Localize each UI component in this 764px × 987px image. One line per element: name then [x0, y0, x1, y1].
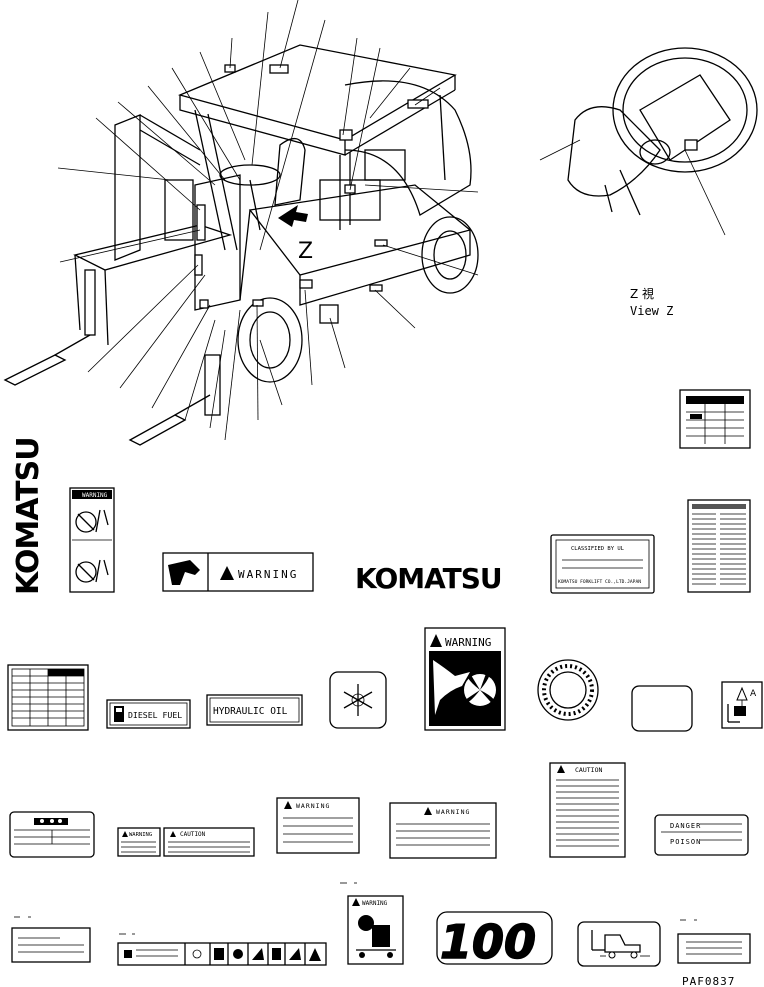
operator-seat [274, 138, 306, 206]
svg-text:DANGER: DANGER [670, 822, 701, 830]
instrument-strip-decal [117, 942, 327, 966]
tip-over-decal: A [721, 681, 763, 729]
svg-text:KOMATSU FORKLIFT CO.,LTD.JAPAN: KOMATSU FORKLIFT CO.,LTD.JAPAN [558, 579, 641, 585]
circular-decal [537, 659, 599, 721]
warning-triangle-icon [220, 566, 234, 580]
forklift-pictogram-decal [577, 921, 661, 967]
svg-text:A: A [750, 689, 757, 699]
svg-text:WARNING: WARNING [445, 636, 491, 649]
front-wheel [237, 297, 303, 383]
view-z-detail [567, 47, 758, 216]
svg-text:CAUTION: CAUTION [575, 766, 602, 774]
text-plate-right-decal [677, 933, 751, 964]
counterweight [344, 80, 472, 216]
figure-id: PAF0837 [682, 975, 735, 987]
leader-lines [57, 0, 726, 441]
warning-decal-tall: WARNING [69, 487, 115, 593]
fork-right [128, 414, 187, 446]
z-marker: Z [298, 239, 313, 264]
svg-text:POISON: POISON [670, 838, 701, 846]
hydraulic-oil-decal: HYDRAULIC OIL [206, 694, 303, 726]
warning-decal-fan: WARNING [424, 627, 506, 731]
svg-text:KOMATSU: KOMATSU [11, 437, 46, 595]
svg-text:CAUTION: CAUTION [180, 831, 206, 838]
svg-text:CLASSIFIED BY UL: CLASSIFIED BY UL [571, 546, 625, 552]
caution-sheet-tall-decal: CAUTION [549, 762, 626, 858]
load-chart-decal [7, 664, 89, 731]
identification-plate-decal [9, 811, 95, 858]
fork-left [3, 354, 67, 386]
caution-sheet-decal [687, 499, 751, 593]
svg-text:DIESEL FUEL: DIESEL FUEL [128, 710, 182, 720]
blank-plate-decal [631, 685, 693, 732]
svg-text:WARNING: WARNING [296, 802, 330, 810]
view-z-arrow [278, 205, 308, 227]
svg-text:100: 100 [440, 915, 536, 969]
warning-operator-decal: WARNING [347, 895, 404, 965]
komatsu-vertical-decal: KOMATSU [11, 437, 46, 595]
hand-crush-icon [168, 560, 200, 585]
forklift-tip-icon: A [727, 686, 757, 723]
svg-text:WARNING: WARNING [362, 900, 388, 907]
coolant-decal [329, 671, 387, 729]
steering-column [567, 106, 661, 197]
svg-text:WARNING: WARNING [436, 808, 470, 816]
forklift-drawing [3, 44, 479, 446]
diesel-fuel-decal: DIESEL FUEL [106, 699, 191, 729]
svg-text:WARNING: WARNING [129, 832, 152, 838]
spec-plate-decal [679, 389, 751, 449]
komatsu-horizontal-decal: KOMATSU [355, 562, 502, 595]
model-number-decal: 100 [436, 911, 553, 970]
warning-decal-hand: WARNING [162, 552, 314, 592]
svg-text:HYDRAULIC OIL: HYDRAULIC OIL [213, 706, 288, 717]
warning-caution-pair-decal: WARNING CAUTION [117, 827, 255, 857]
rear-wheel [421, 216, 479, 294]
warning-sheet-decal: WARNING [276, 797, 360, 854]
danger-poison-decal: DANGER POISON [654, 814, 749, 856]
fan-hazard-icon [433, 660, 497, 715]
body-deck [248, 184, 472, 276]
warning-sheet-wide-decal: WARNING [389, 802, 497, 859]
steering-wheel [612, 47, 758, 173]
text-plate-decal [11, 927, 91, 963]
snowflake-icon [343, 684, 373, 716]
fuel-pump-icon [114, 706, 124, 722]
mast-left [114, 114, 141, 261]
svg-text:WARNING: WARNING [82, 492, 108, 499]
operator-seat-icon [356, 915, 396, 958]
carriage [73, 224, 233, 271]
classified-plate-decal: CLASSIFIED BY UL KOMATSU FORKLIFT CO.,LT… [550, 534, 655, 594]
view-z-caption-en: View Z [630, 304, 673, 318]
overhead-guard [178, 44, 457, 141]
svg-text:WARNING: WARNING [238, 568, 298, 581]
view-z-caption-jp: Z 視 [630, 286, 654, 301]
